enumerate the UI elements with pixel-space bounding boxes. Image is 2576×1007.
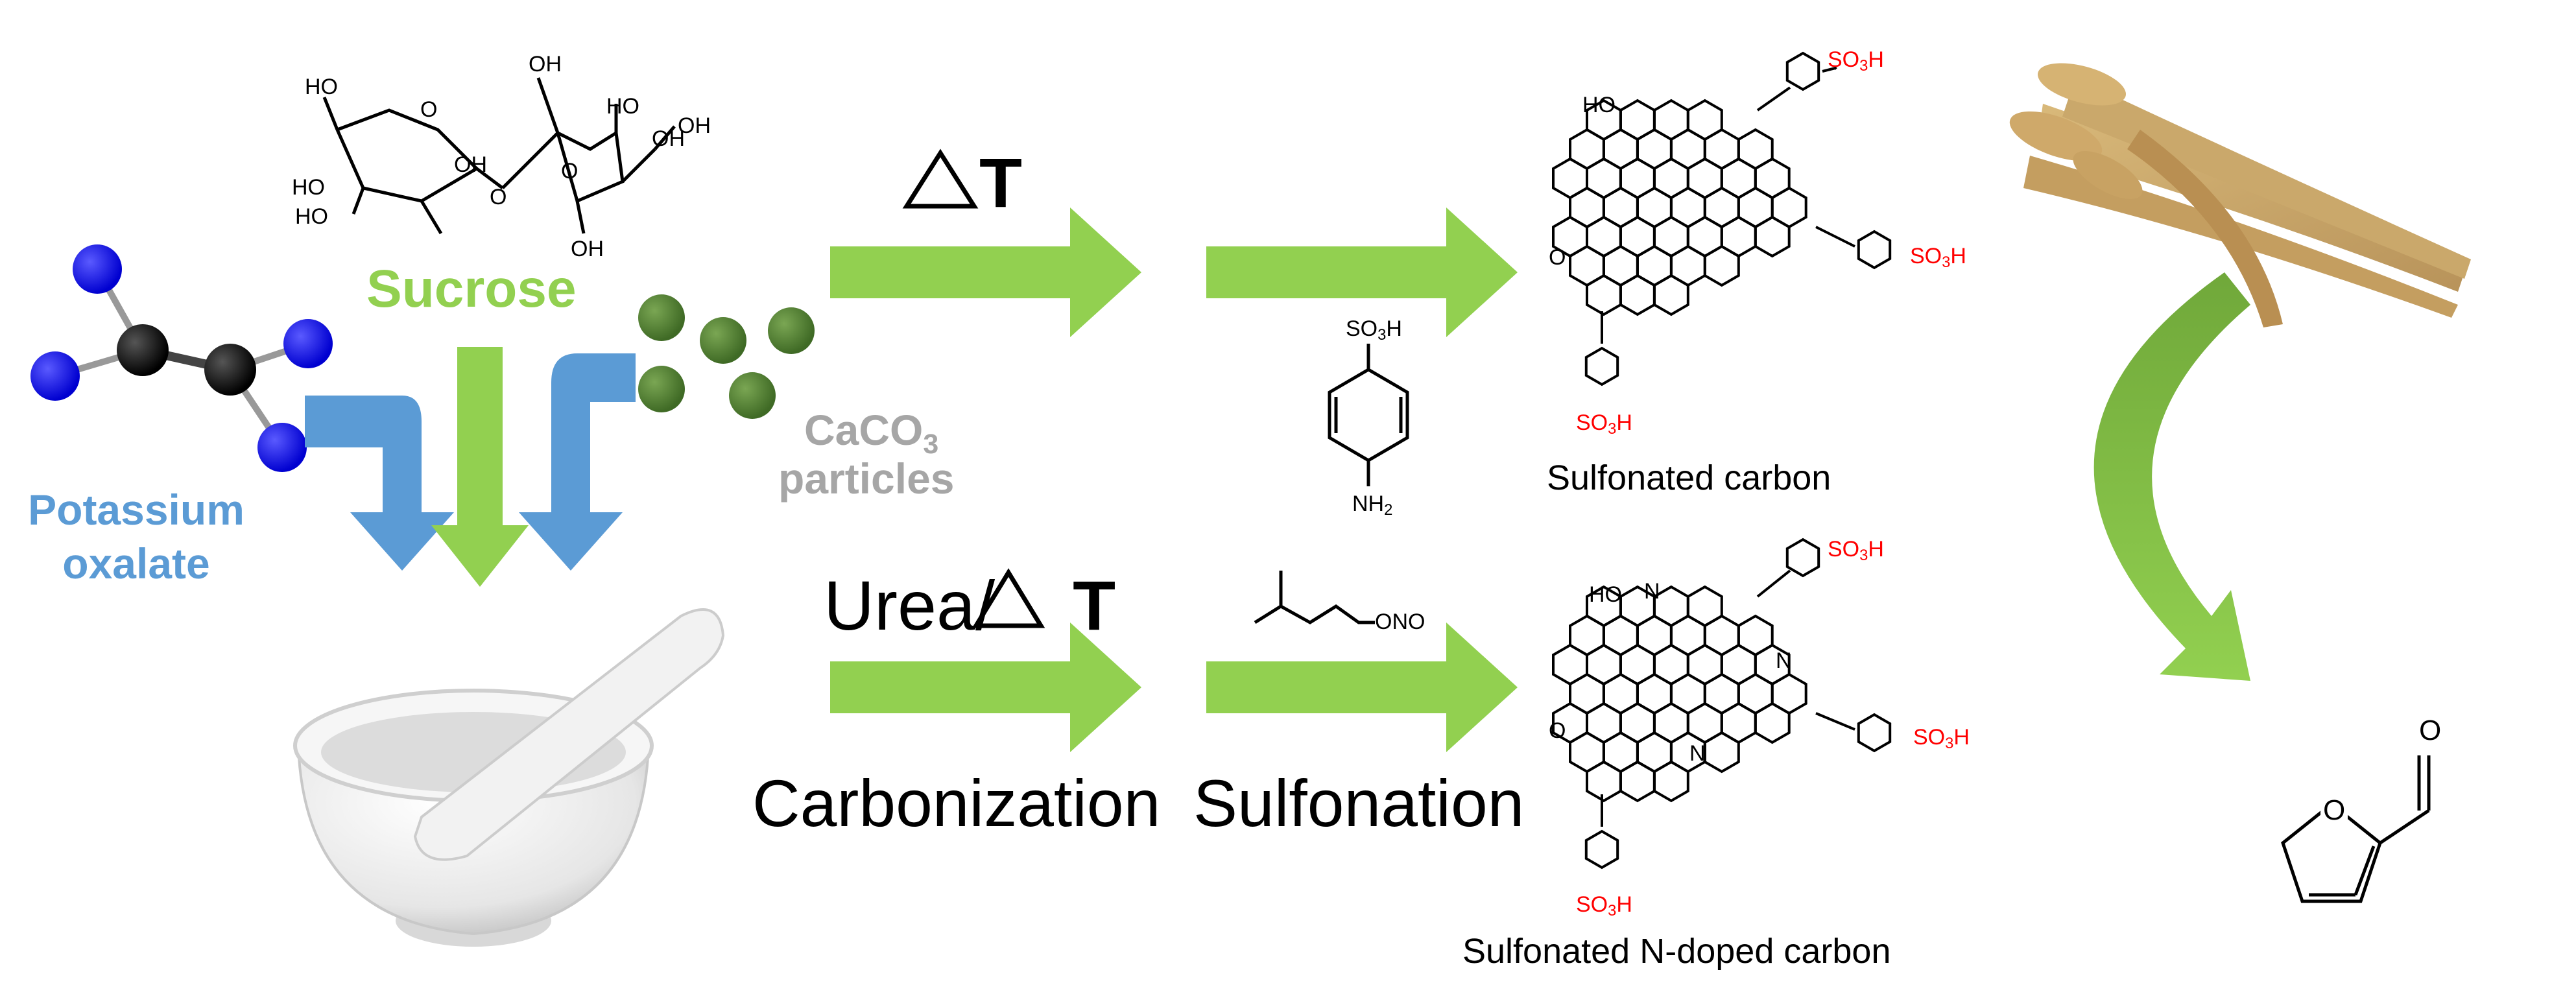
carbon-ring xyxy=(1652,760,1689,803)
blue-arrow-right xyxy=(519,353,636,571)
bottom-ho-label: HO xyxy=(1589,582,1622,607)
bond xyxy=(1756,86,1791,112)
svg-text:OH: OH xyxy=(652,126,685,151)
furfural-ring-o-label: O xyxy=(2320,796,2348,825)
sucrose-label: Sucrose xyxy=(366,259,577,318)
furfural-o-label: O xyxy=(2419,715,2442,746)
bond xyxy=(1815,226,1855,248)
sulfonated-carbon-label: Sulfonated carbon xyxy=(1547,458,1831,497)
phenyl-ring xyxy=(1785,51,1820,91)
carbon-ring xyxy=(1586,760,1622,803)
bottom-n-label-2: N xyxy=(1776,648,1792,673)
green-arrow-down xyxy=(431,347,529,587)
top-so3h-1: SO3H xyxy=(1828,47,1884,75)
top-o-label: O xyxy=(1549,245,1566,270)
svg-text:O: O xyxy=(420,97,437,122)
sucrose-structure: HO HO HO OH O O OH HO OH OH OH O xyxy=(292,52,711,261)
bottom-n-label-3: N xyxy=(1689,741,1706,766)
phenyl-ring xyxy=(1584,346,1619,386)
carbon-ring xyxy=(1703,244,1740,287)
potassium-oxalate-model xyxy=(30,244,333,472)
carbon-ring xyxy=(1652,274,1689,316)
top-ho-label: HO xyxy=(1582,93,1616,117)
potassium-oxalate-label: Potassium oxalate xyxy=(28,486,244,587)
mortar-and-pestle xyxy=(293,608,725,947)
arrow-sulfonation-top xyxy=(1206,207,1518,337)
delta-symbol-top xyxy=(902,148,979,209)
caco3-particles xyxy=(638,294,815,419)
carbonization-label: Carbonization xyxy=(752,766,1161,840)
caco3-label: CaCO3 xyxy=(804,406,939,460)
furfural-structure xyxy=(2281,755,2431,903)
svg-text:HO: HO xyxy=(305,75,338,99)
reagent-so3h: SO3H xyxy=(1346,316,1402,344)
top-so3h-3: SO3H xyxy=(1576,410,1632,438)
sulfonated-n-doped-label: Sulfonated N-doped carbon xyxy=(1462,932,1891,971)
sulfonated-carbon-structure xyxy=(1552,51,1892,386)
phenyl-ring xyxy=(1584,829,1619,870)
bond xyxy=(1815,712,1855,731)
bottom-so3h-3: SO3H xyxy=(1576,892,1632,919)
phenyl-ring xyxy=(1857,230,1892,270)
mixing-arrows xyxy=(305,347,636,587)
carbon-ring xyxy=(1754,702,1791,744)
svg-text:HO: HO xyxy=(295,204,328,229)
carbon-ring xyxy=(1703,731,1740,774)
bottom-n-label-1: N xyxy=(1644,579,1660,604)
svg-text:HO: HO xyxy=(606,94,639,119)
heat-condition: T xyxy=(979,143,1022,222)
carbon-ring xyxy=(1619,274,1656,316)
wheat-straw-image xyxy=(2009,63,2471,327)
svg-text:HO: HO xyxy=(292,175,325,200)
phenyl-ring xyxy=(1857,713,1892,753)
top-so3h-2: SO3H xyxy=(1910,244,1966,271)
blue-arrow-left xyxy=(305,396,454,571)
carbon-ring xyxy=(1619,760,1656,803)
isoamyl-nitrite-structure xyxy=(1254,571,1375,624)
arrow-heat xyxy=(830,207,1141,337)
bond xyxy=(1756,569,1791,598)
reagent-ono: ONO xyxy=(1375,610,1425,634)
carbon-ring xyxy=(1754,215,1791,258)
phenyl-ring xyxy=(1785,538,1820,578)
n-doped-carbon-structure xyxy=(1552,538,1892,870)
svg-text:OH: OH xyxy=(529,52,562,77)
bottom-so3h-2: SO3H xyxy=(1913,725,1970,752)
bottom-o-label: O xyxy=(1549,718,1566,743)
svg-text:O: O xyxy=(490,185,507,209)
arrow-sulfonation-bottom xyxy=(1206,622,1518,752)
svg-text:OH: OH xyxy=(678,113,711,138)
delta-symbol-bottom xyxy=(972,568,1045,628)
sulfonation-label: Sulfonation xyxy=(1193,766,1525,840)
bond xyxy=(1822,67,1836,73)
svg-text:O: O xyxy=(561,159,578,184)
svg-text:OH: OH xyxy=(454,152,487,177)
urea-heat-condition: Urea/T xyxy=(824,566,1116,645)
process-arrows xyxy=(830,207,1518,752)
curved-arrow xyxy=(2093,272,2250,681)
sulfanilic-acid-structure xyxy=(1328,344,1409,486)
svg-text:OH: OH xyxy=(571,237,604,261)
carbon-ring xyxy=(1586,274,1622,316)
arrow-carbonization xyxy=(830,622,1141,752)
particles-label: particles xyxy=(778,455,955,503)
reagent-nh2: NH2 xyxy=(1352,492,1393,519)
bottom-so3h-1: SO3H xyxy=(1828,537,1884,564)
